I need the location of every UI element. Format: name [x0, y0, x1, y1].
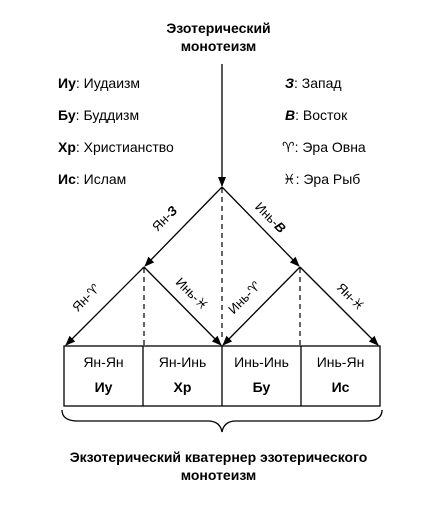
- legend-item-pisces-era: ♓: Эра Рыб: [283, 171, 360, 188]
- legend-abbr: В: [285, 107, 296, 123]
- cell-bottom-label: Ис: [331, 379, 350, 395]
- bottom-caption-line1: Экзотерический кватернер эзотерического: [69, 449, 368, 465]
- legend-item-christianity: Хр: Христианство: [58, 139, 174, 156]
- cell-yan-yan: Ян-Ян Иу: [64, 346, 143, 406]
- edge-right-outer: [299, 266, 379, 346]
- cell-top-label: Инь-Инь: [234, 354, 289, 370]
- legend-item-islam: Ис: Ислам: [58, 171, 126, 188]
- legend-abbr: Хр: [58, 139, 76, 155]
- cell-top-label: Ян-Ян: [83, 354, 124, 370]
- legend-item-west: З: Запад: [285, 75, 342, 92]
- legend-item-aries-era: ♈: Эра Овна: [282, 139, 366, 156]
- legend-abbr: Ис: [58, 171, 76, 187]
- edge-left-outer: [65, 266, 145, 346]
- cell-top-label: Инь-Ян: [316, 354, 365, 370]
- cell-yan-yin: Ян-Инь Хр: [143, 346, 222, 406]
- edge-upper-right: [221, 186, 300, 267]
- top-title-line1: Эзотерический: [166, 20, 271, 36]
- legend-item-buddhism: Бу: Буддизм: [58, 107, 139, 124]
- legend-text: : Ислам: [75, 171, 127, 187]
- legend-item-east: В: Восток: [285, 107, 347, 124]
- pisces-icon: ♓: [283, 171, 296, 187]
- legend-item-judaism: Иу: Иудаизм: [58, 75, 140, 92]
- legend-text: : Иудаизм: [75, 75, 141, 91]
- bottom-caption-line2: монотеизм: [180, 467, 257, 483]
- cell-bottom-label: Иу: [94, 379, 113, 395]
- edge-right-inner: [222, 266, 301, 346]
- cell-yin-yan: Инь-Ян Ис: [301, 346, 380, 406]
- bottom-brace: [61, 409, 383, 433]
- aries-icon: ♈: [282, 139, 295, 155]
- top-title-line2: монотеизм: [180, 38, 257, 54]
- legend-text: : Запад: [294, 75, 342, 91]
- legend-text: : Эра Овна: [294, 139, 366, 155]
- edge-left-inner: [143, 266, 222, 346]
- cell-yin-yin: Инь-Инь Бу: [222, 346, 301, 406]
- legend-text: : Эра Рыб: [295, 171, 361, 187]
- legend-abbr: Иу: [58, 75, 76, 91]
- legend-text: : Восток: [295, 107, 348, 123]
- cell-top-label: Ян-Инь: [158, 354, 207, 370]
- cell-bottom-label: Бу: [252, 379, 271, 395]
- legend-abbr: Бу: [58, 107, 76, 123]
- legend-text: : Христианство: [75, 139, 174, 155]
- edge-upper-left: [144, 186, 223, 267]
- legend-text: : Буддизм: [75, 107, 140, 123]
- legend-abbr: З: [285, 75, 294, 91]
- cell-bottom-label: Хр: [173, 379, 192, 395]
